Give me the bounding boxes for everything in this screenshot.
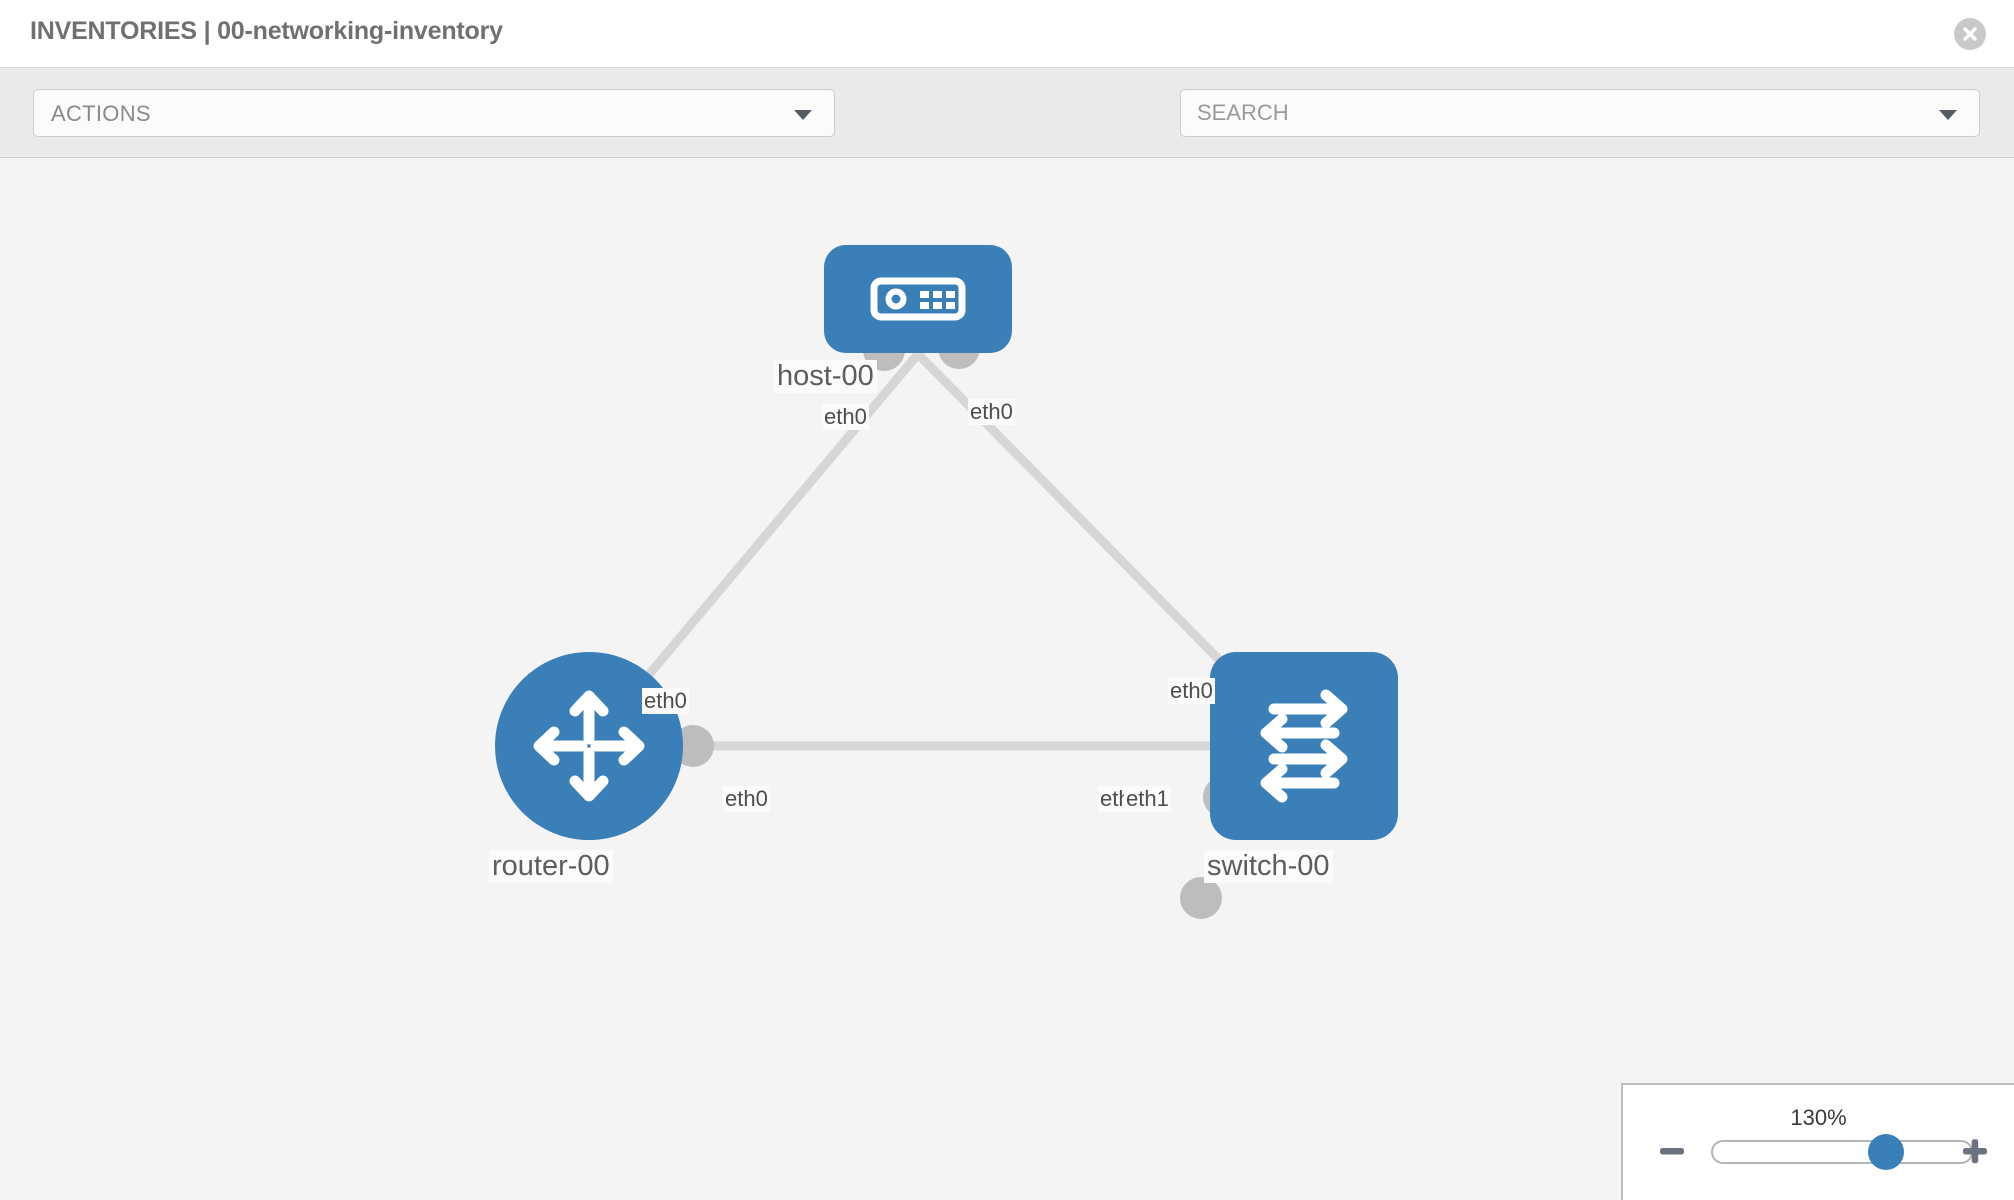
page-header: INVENTORIES | 00-networking-inventory [0, 0, 2014, 68]
actions-dropdown-label: ACTIONS [51, 101, 151, 126]
search-field-wrapper[interactable] [1180, 89, 1980, 137]
if-label-router00-eth0: eth0 [723, 786, 770, 812]
switch-node-shape[interactable] [1210, 652, 1398, 840]
endpoint-switch00-eth1[interactable] [1180, 877, 1222, 919]
node-label-switch-00: switch-00 [1204, 850, 1333, 883]
close-icon[interactable] [1954, 18, 1986, 50]
node-label-router-00: router-00 [489, 850, 613, 883]
minus-icon[interactable] [1655, 1134, 1689, 1168]
topology-canvas[interactable]: host-00 router-00 [0, 159, 2014, 1200]
search-chevron-down-icon[interactable] [1939, 110, 1957, 120]
zoom-controls-panel: 130% [1621, 1083, 2014, 1200]
if-label-switch00-eth1: eth1 [1124, 786, 1171, 812]
if-label-router00-uplink-eth0: eth0 [642, 688, 689, 714]
if-label-host00-right-eth0: eth0 [968, 399, 1015, 425]
page-title: INVENTORIES | 00-networking-inventory [30, 17, 503, 45]
router-arrows-icon [533, 690, 645, 802]
plus-icon[interactable] [1958, 1134, 1992, 1168]
toolbar: ACTIONS [0, 68, 2014, 199]
search-input[interactable] [1197, 90, 1897, 136]
if-label-host00-left-eth0: eth0 [822, 404, 869, 430]
switch-arrows-icon [1260, 689, 1348, 803]
server-icon [870, 277, 966, 321]
chevron-down-icon [794, 110, 812, 120]
actions-dropdown[interactable]: ACTIONS [33, 89, 835, 137]
router-node-shape[interactable] [495, 652, 683, 840]
if-label-switch00-uplink-eth0: eth0 [1168, 678, 1215, 704]
zoom-slider-thumb[interactable] [1867, 1134, 1904, 1170]
host-node-shape[interactable] [824, 245, 1012, 353]
zoom-slider-track[interactable] [1711, 1134, 1973, 1170]
zoom-level-label: 130% [1790, 1105, 1847, 1130]
node-label-host-00: host-00 [774, 360, 877, 393]
